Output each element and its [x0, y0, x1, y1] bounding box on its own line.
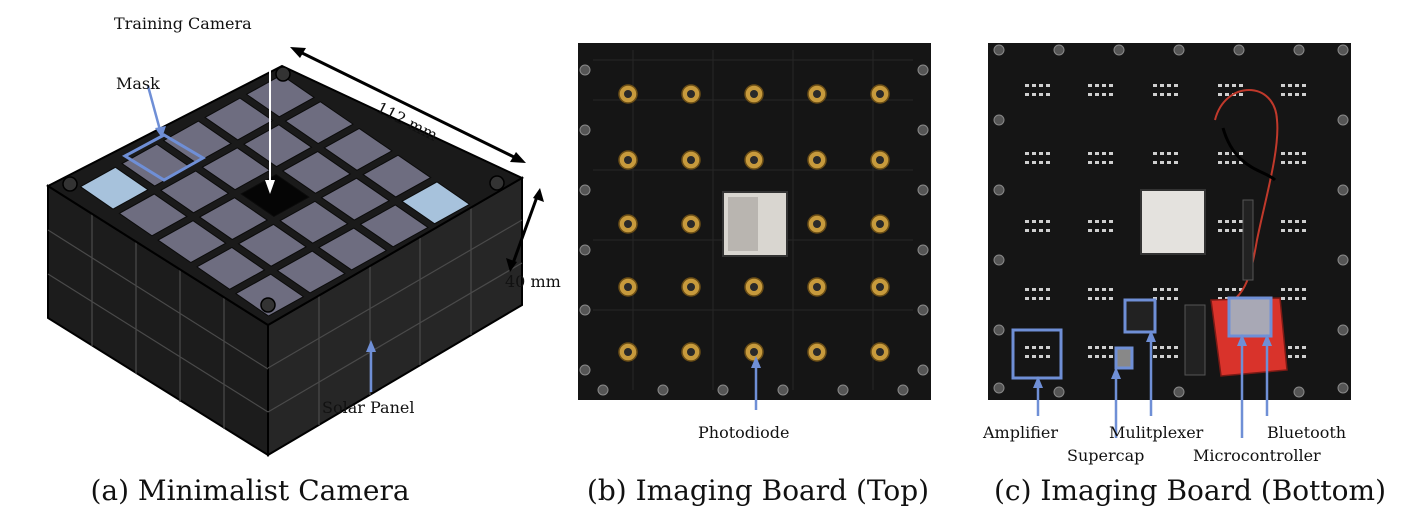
mask-label: Mask: [116, 74, 160, 93]
amplifier-label: Amplifier: [983, 423, 1058, 442]
mask-tile: [284, 101, 354, 145]
panel-b: Photodiode (b) Imaging Board (Top): [573, 0, 943, 529]
amplifier-cluster: [1025, 288, 1050, 300]
mask-tile: [196, 246, 266, 290]
mask-tile: [118, 193, 188, 237]
photodiode: [681, 150, 701, 170]
height-dimension-arrow: [510, 193, 540, 267]
mask-tile: [320, 177, 391, 221]
amplifier-cluster: [1281, 220, 1306, 232]
camera-illustration: [45, 30, 544, 457]
multiplexer-label: Mulitplexer: [1109, 423, 1204, 442]
photodiode: [618, 84, 638, 104]
mask-tile: [362, 154, 432, 198]
mask-arrow: [146, 85, 162, 131]
mask-highlight: [121, 133, 207, 182]
photodiode: [870, 342, 890, 362]
bluetooth-label: Bluetooth: [1267, 423, 1347, 442]
photodiode: [744, 84, 764, 104]
mask-tile: [281, 150, 352, 194]
caption-a: (a) Minimalist Camera: [90, 474, 410, 507]
mask-tile: [401, 181, 471, 225]
mask-tile: [323, 127, 393, 171]
amplifier-cluster: [1281, 288, 1306, 300]
panel-a: Training Camera Mask 112 mm 40 mm Solar …: [0, 0, 561, 529]
photodiode: [744, 342, 764, 362]
photodiode: [744, 150, 764, 170]
width-dimension-arrow: [295, 48, 521, 162]
mask-tile: [198, 197, 269, 241]
mask-tile: [242, 124, 313, 168]
photodiode: [744, 277, 764, 297]
amplifier-cluster: [1088, 288, 1113, 300]
microcontroller-label: Microcontroller: [1193, 446, 1321, 465]
photodiode: [681, 342, 701, 362]
amplifier-highlight: [1011, 328, 1063, 380]
imaging-board-top: [578, 43, 931, 410]
photodiode: [807, 277, 827, 297]
amplifier-cluster: [1025, 152, 1050, 164]
photodiode-label: Photodiode: [698, 423, 790, 442]
panel-c: Amplifier Supercap Mulitplexer Microcont…: [975, 0, 1409, 529]
mask-tile: [240, 173, 310, 218]
amplifier-cluster: [1088, 152, 1113, 164]
supercap-label: Supercap: [1067, 446, 1145, 465]
photodiode: [618, 277, 638, 297]
training-camera-label: Training Camera: [114, 14, 252, 33]
photodiode: [807, 342, 827, 362]
height-label: 40 mm: [505, 272, 561, 291]
photodiode: [681, 277, 701, 297]
amplifier-cluster: [1025, 84, 1050, 96]
multiplexer-highlight: [1123, 298, 1157, 334]
amplifier-cluster: [1025, 220, 1050, 232]
solar-panel-label: Solar Panel: [322, 398, 415, 417]
mask-tile: [237, 223, 308, 267]
amplifier-cluster: [1025, 346, 1050, 358]
mask-tile: [276, 250, 346, 294]
mask-tile: [159, 170, 230, 214]
supercap-highlight: [1114, 346, 1134, 370]
photodiode: [618, 150, 638, 170]
amplifier-cluster: [1088, 220, 1113, 232]
caption-c: (c) Imaging Board (Bottom): [994, 474, 1386, 507]
mask-tile: [359, 204, 429, 248]
mask-tile: [204, 97, 274, 141]
amplifier-cluster: [1088, 84, 1113, 96]
photodiode: [807, 150, 827, 170]
mask-tile: [317, 227, 388, 271]
caption-b: (b) Imaging Board (Top): [586, 474, 930, 507]
photodiode: [870, 277, 890, 297]
mask-tile: [234, 273, 305, 317]
photodiode: [618, 214, 638, 234]
amplifier-cluster: [1281, 84, 1306, 96]
amplifier-cluster: [1281, 152, 1306, 164]
mask-tile: [157, 220, 227, 264]
mask-tile: [279, 200, 349, 244]
photodiode: [681, 214, 701, 234]
bluetooth-highlight: [1227, 296, 1273, 338]
amplifier-cluster: [1153, 84, 1178, 96]
photodiode: [807, 214, 827, 234]
mask-tile: [162, 120, 233, 164]
photodiode: [870, 150, 890, 170]
photodiode: [807, 84, 827, 104]
imaging-board-bottom: [988, 43, 1351, 438]
amplifier-cluster: [1088, 346, 1113, 358]
amplifier-cluster: [1153, 346, 1178, 358]
amplifier-cluster: [1218, 220, 1243, 232]
photodiode: [870, 214, 890, 234]
photodiode: [618, 342, 638, 362]
center-window: [1140, 189, 1206, 255]
photodiode: [681, 84, 701, 104]
amplifier-cluster: [1153, 152, 1178, 164]
mask-tile: [79, 166, 149, 210]
photodiode: [870, 84, 890, 104]
